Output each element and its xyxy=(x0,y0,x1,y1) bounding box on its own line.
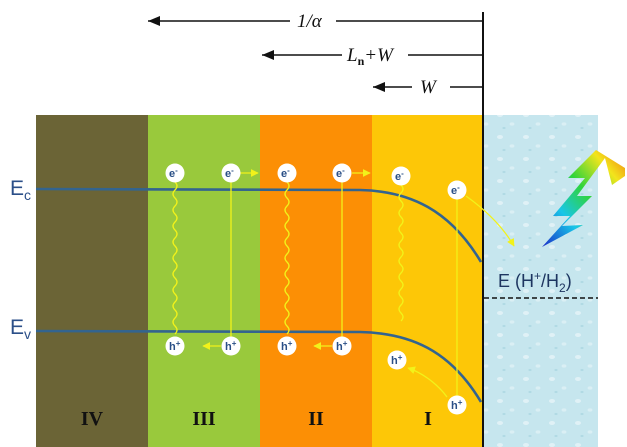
electron-marker: e- xyxy=(391,166,411,186)
valence-band-label: Ev xyxy=(10,316,31,342)
hole-marker: h+ xyxy=(447,395,467,415)
svg-text:h+: h+ xyxy=(391,353,403,367)
svg-text:h+: h+ xyxy=(336,339,348,353)
lightning-icon xyxy=(542,150,625,247)
region-iii xyxy=(148,115,260,447)
conduction-band-label: Ec xyxy=(10,177,31,203)
svg-text:e-: e- xyxy=(451,183,460,197)
carrier-transport-paths xyxy=(172,169,515,398)
electron-marker: e- xyxy=(221,163,241,183)
svg-text:e-: e- xyxy=(336,166,345,180)
recombination-path xyxy=(284,181,290,335)
region-iv xyxy=(36,115,148,447)
hole-marker: h+ xyxy=(165,336,185,356)
svg-text:h+: h+ xyxy=(169,339,181,353)
carrier-markers: e- e- e- e- e- e- h+ h+ h+ h+ h+ h+ xyxy=(165,163,467,415)
region-label-ii: II xyxy=(308,408,324,430)
svg-text:h+: h+ xyxy=(281,339,293,353)
svg-text:h+: h+ xyxy=(225,339,237,353)
hole-marker: h+ xyxy=(387,350,407,370)
semiconductor-regions xyxy=(36,115,483,447)
svg-text:h+: h+ xyxy=(451,398,463,412)
electron-marker: e- xyxy=(332,163,352,183)
region-ii xyxy=(260,115,372,447)
electron-transfer-arrow xyxy=(465,195,515,247)
hole-marker: h+ xyxy=(221,336,241,356)
absorption-depth-label: 1/α xyxy=(297,11,323,32)
region-label-iv: IV xyxy=(81,408,104,430)
region-label-i: I xyxy=(424,408,432,430)
svg-text:e-: e- xyxy=(225,166,234,180)
hole-marker: h+ xyxy=(277,336,297,356)
diffusion-length-label: Ln+W xyxy=(346,45,395,68)
region-label-iii: III xyxy=(192,408,216,430)
svg-text:e-: e- xyxy=(395,169,404,183)
scale-indicators: 1/α Ln+W W xyxy=(148,11,483,98)
recombination-path xyxy=(172,181,178,335)
depletion-width-label: W xyxy=(420,77,438,98)
recombination-path xyxy=(398,184,404,322)
hole-marker: h+ xyxy=(332,336,352,356)
region-i xyxy=(372,115,483,447)
redox-level-label: E (H+/H2) xyxy=(498,269,572,295)
hole-injection-arrow xyxy=(407,366,448,398)
electron-marker: e- xyxy=(447,180,467,200)
electron-marker: e- xyxy=(165,163,185,183)
svg-text:e-: e- xyxy=(169,166,178,180)
svg-text:e-: e- xyxy=(281,166,290,180)
electron-marker: e- xyxy=(277,163,297,183)
valence-band-edge xyxy=(35,329,483,403)
conduction-band-edge xyxy=(35,187,483,263)
